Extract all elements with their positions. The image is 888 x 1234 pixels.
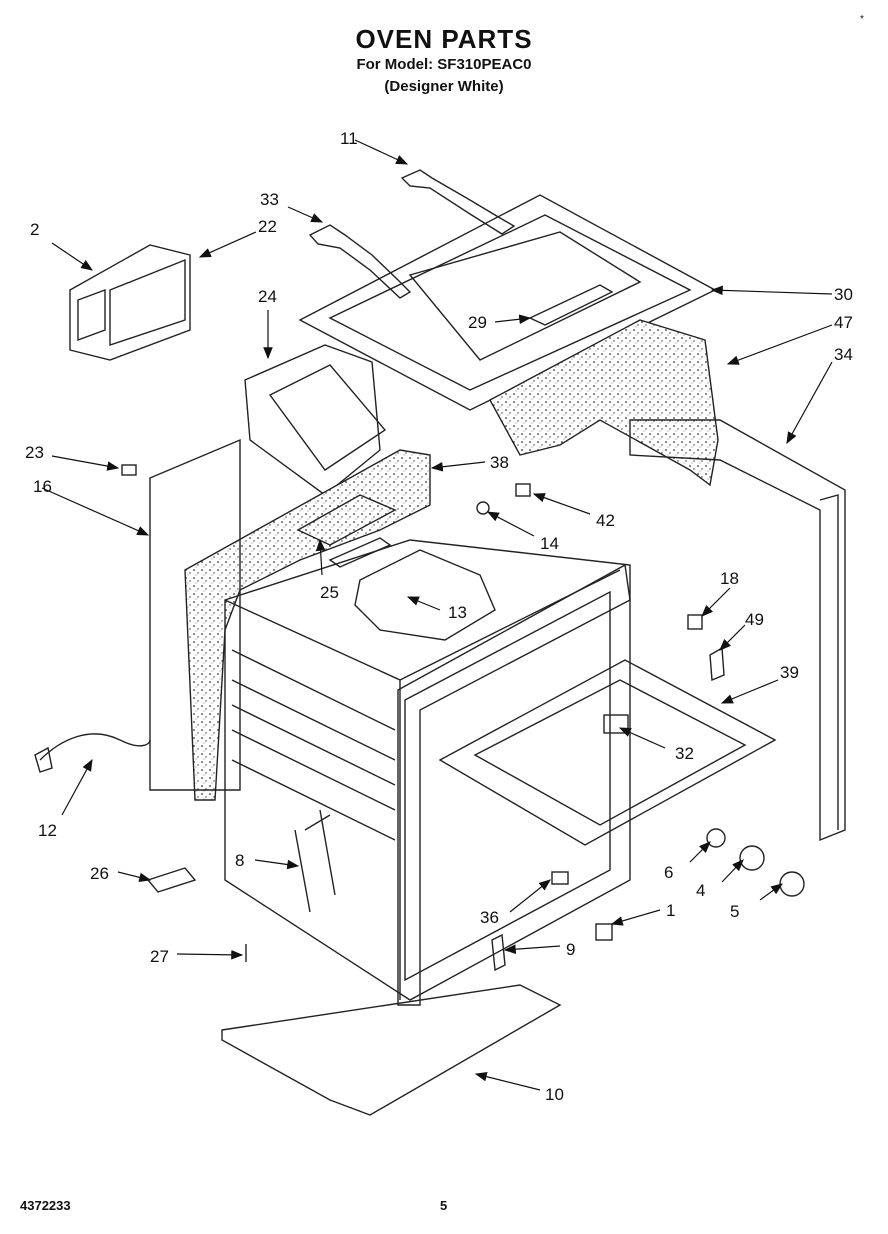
leader-12 bbox=[61, 758, 93, 816]
callout-22: 22 bbox=[258, 217, 277, 236]
callout-26: 26 bbox=[90, 864, 109, 883]
leader-39 bbox=[720, 679, 779, 704]
callout-47: 47 bbox=[834, 313, 853, 332]
callout-18: 18 bbox=[720, 569, 739, 588]
page-number: 5 bbox=[440, 1198, 448, 1213]
callout-39: 39 bbox=[780, 663, 799, 682]
callout-10: 10 bbox=[545, 1085, 564, 1104]
part-42-clip bbox=[515, 483, 531, 497]
callout-16: 16 bbox=[33, 477, 52, 496]
part-18-switch bbox=[687, 614, 703, 630]
leader-36 bbox=[509, 879, 551, 913]
part-10-floor bbox=[221, 984, 562, 1116]
part-32-label bbox=[603, 714, 629, 734]
callout-11: 11 bbox=[340, 129, 358, 148]
leader-11 bbox=[354, 139, 409, 165]
callout-32: 32 bbox=[675, 744, 694, 763]
model-subtitle: For Model: SF310PEAC0 bbox=[356, 56, 532, 73]
part-34-back-panel bbox=[629, 419, 846, 842]
callout-29: 29 bbox=[468, 313, 487, 332]
callout-27: 27 bbox=[150, 947, 169, 966]
callout-30: 30 bbox=[834, 285, 853, 304]
part-36-bracket bbox=[551, 871, 569, 885]
leader-22 bbox=[198, 231, 257, 258]
part-6-knob bbox=[706, 828, 726, 848]
callout-6: 6 bbox=[664, 863, 673, 882]
callout-13: 13 bbox=[448, 603, 467, 622]
leader-34 bbox=[786, 361, 833, 445]
callout-1: 1 bbox=[666, 901, 675, 920]
leader-27 bbox=[176, 950, 244, 960]
callout-24: 24 bbox=[258, 287, 277, 306]
leader-49 bbox=[719, 624, 746, 651]
leader-33 bbox=[287, 206, 324, 223]
part-16-side-panel bbox=[149, 438, 241, 791]
variant-subtitle: (Designer White) bbox=[384, 78, 504, 95]
part-8-hinge bbox=[294, 809, 336, 913]
callout-12: 12 bbox=[38, 821, 57, 840]
part-1-nut bbox=[595, 923, 613, 941]
part-5-bulb bbox=[779, 871, 805, 897]
leader-13 bbox=[406, 596, 441, 611]
part-13-shield bbox=[354, 549, 496, 641]
corner-mark: * bbox=[860, 14, 864, 25]
leader-16 bbox=[41, 487, 150, 536]
callout-23: 23 bbox=[25, 443, 44, 462]
part-33-bracket bbox=[308, 224, 412, 299]
callout-49: 49 bbox=[745, 610, 764, 629]
part-39-rack bbox=[438, 659, 777, 846]
leader-4 bbox=[721, 859, 744, 883]
callout-34: 34 bbox=[834, 345, 853, 364]
callout-36: 36 bbox=[480, 908, 499, 927]
leader-2 bbox=[51, 242, 93, 271]
leader-1 bbox=[610, 909, 661, 926]
part-38-insulation bbox=[184, 449, 431, 801]
leader-32 bbox=[618, 727, 666, 749]
callout-5: 5 bbox=[730, 902, 739, 921]
leader-30 bbox=[710, 285, 833, 296]
leader-14 bbox=[486, 511, 535, 537]
part-12-cord bbox=[39, 733, 151, 761]
leader-5 bbox=[759, 883, 783, 901]
leader-18 bbox=[701, 587, 731, 617]
part-49-clip bbox=[709, 646, 725, 682]
callout-2: 2 bbox=[30, 220, 39, 239]
part-29-clip bbox=[528, 284, 614, 326]
leader-25 bbox=[315, 538, 326, 576]
diagram-title: OVEN PARTS bbox=[355, 24, 533, 54]
leader-47 bbox=[726, 324, 833, 365]
leader-6 bbox=[689, 841, 711, 863]
callout-8: 8 bbox=[235, 851, 244, 870]
leader-26 bbox=[117, 871, 152, 883]
callout-33: 33 bbox=[260, 190, 279, 209]
callout-25: 25 bbox=[320, 583, 339, 602]
leader-42 bbox=[532, 493, 591, 515]
callout-9: 9 bbox=[566, 940, 575, 959]
part-24-duct bbox=[244, 344, 381, 496]
leader-23 bbox=[51, 455, 120, 471]
part-4-socket bbox=[739, 845, 765, 871]
part-23-clip bbox=[121, 464, 137, 476]
leader-8 bbox=[254, 859, 300, 870]
oven-cavity bbox=[224, 539, 631, 1001]
leader-10 bbox=[474, 1071, 541, 1091]
part-9-bracket bbox=[491, 933, 506, 972]
part-2-bracket bbox=[69, 244, 191, 361]
part-26-plate bbox=[146, 867, 197, 893]
callout-14: 14 bbox=[540, 534, 559, 553]
leader-38 bbox=[430, 461, 486, 472]
leader-29 bbox=[494, 314, 532, 324]
callout-4: 4 bbox=[696, 881, 705, 900]
part-47-insulation bbox=[489, 319, 719, 487]
front-frame bbox=[397, 563, 631, 1006]
doc-number: 4372233 bbox=[20, 1198, 71, 1213]
part-14-clip bbox=[476, 501, 490, 515]
callout-38: 38 bbox=[490, 453, 509, 472]
leader-9 bbox=[503, 944, 561, 955]
part-11-bracket bbox=[400, 169, 516, 235]
callout-42: 42 bbox=[596, 511, 615, 530]
